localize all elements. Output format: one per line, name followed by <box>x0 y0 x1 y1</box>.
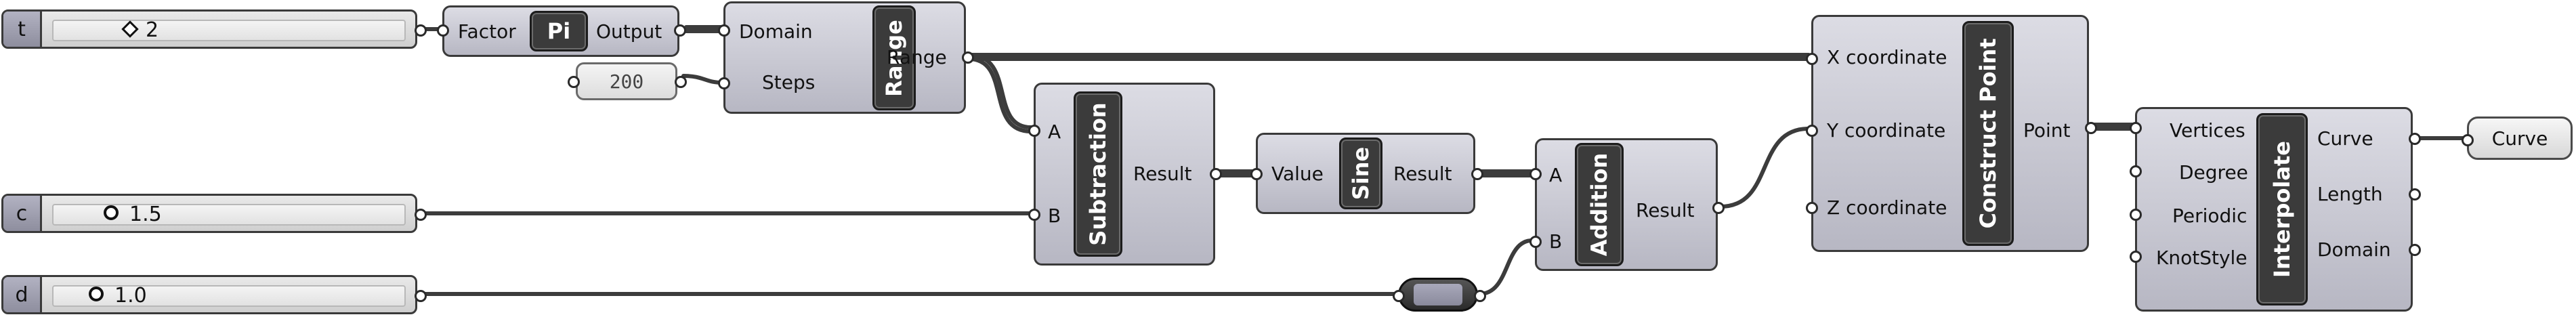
pi-input-factor: Factor <box>458 20 516 43</box>
construct-point-input-x: X coordinate <box>1827 46 1947 68</box>
interpolate-input-vertices-port[interactable] <box>2130 122 2142 134</box>
pi-output-port[interactable] <box>674 24 686 37</box>
slider-track-d[interactable] <box>52 285 406 307</box>
addition-title: Addition <box>1586 152 1612 257</box>
pi-title: Pi <box>547 18 571 44</box>
range-output-label: Range <box>887 46 947 68</box>
addition-output-label: Result <box>1636 199 1695 221</box>
relay-input-port[interactable] <box>1393 290 1405 302</box>
subtraction-output-port[interactable] <box>1210 168 1222 180</box>
sine-input-port[interactable] <box>1250 168 1263 180</box>
addition-component[interactable]: A B Addition Result <box>1535 138 1718 271</box>
interpolate-input-vertices: Vertices <box>2170 119 2245 142</box>
steps-panel[interactable]: 200 <box>576 62 677 100</box>
construct-point-title: Construct Point <box>1975 38 2001 229</box>
slider-name-t: t <box>3 12 42 47</box>
interpolate-title: Interpolate <box>2269 141 2295 278</box>
sine-output-port[interactable] <box>1471 168 1483 180</box>
range-input-steps-port[interactable] <box>718 77 730 89</box>
relay-output-port[interactable] <box>1474 290 1486 302</box>
subtraction-input-b: B <box>1048 205 1061 227</box>
construct-point-output-label: Point <box>2023 119 2071 142</box>
range-core: Range <box>872 5 916 110</box>
slider-t-output-port[interactable] <box>415 24 427 37</box>
steps-panel-left-port[interactable] <box>568 76 580 88</box>
wire-relay[interactable] <box>1398 278 1478 312</box>
construct-point-component[interactable]: X coordinate Y coordinate Z coordinate C… <box>1811 15 2089 252</box>
interpolate-output-length: Length <box>2317 183 2383 205</box>
interpolate-core: Interpolate <box>2256 113 2308 305</box>
slider-name-d: d <box>3 277 42 312</box>
number-slider-t[interactable]: t 2 <box>1 9 417 49</box>
sine-core: Sine <box>1339 138 1382 209</box>
slider-value-d: 1.0 <box>114 284 147 308</box>
interpolate-input-knotstyle: KnotStyle <box>2156 247 2247 269</box>
subtraction-title: Subtraction <box>1085 102 1111 246</box>
subtraction-core: Subtraction <box>1074 91 1122 257</box>
relay-center <box>1414 284 1462 305</box>
steps-panel-output-port[interactable] <box>675 76 687 88</box>
interpolate-input-periodic-port[interactable] <box>2130 209 2142 221</box>
slider-c-output-port[interactable] <box>415 209 427 221</box>
wire-relay-to-add-b <box>1477 238 1534 296</box>
interpolate-output-length-port[interactable] <box>2409 188 2421 200</box>
subtraction-input-a: A <box>1048 121 1061 143</box>
interpolate-input-degree: Degree <box>2179 161 2248 184</box>
range-component[interactable]: Domain Steps Range Range <box>723 1 966 114</box>
interpolate-output-curve-port[interactable] <box>2409 133 2421 145</box>
subtraction-component[interactable]: A B Subtraction Result <box>1034 83 1215 266</box>
pi-core: Pi <box>530 11 588 51</box>
sine-title: Sine <box>1348 146 1374 200</box>
interpolate-component[interactable]: Vertices Degree Periodic KnotStyle Inter… <box>2135 107 2413 312</box>
curve-parameter-label: Curve <box>2491 127 2548 150</box>
range-output-port[interactable] <box>962 51 974 64</box>
addition-output-port[interactable] <box>1712 202 1725 214</box>
subtraction-input-b-port[interactable] <box>1028 209 1040 221</box>
interpolate-output-domain-port[interactable] <box>2409 244 2421 256</box>
subtraction-input-a-port[interactable] <box>1028 125 1040 137</box>
slider-value-c: 1.5 <box>129 203 162 226</box>
sine-input-value: Value <box>1271 163 1324 185</box>
range-input-steps: Steps <box>762 71 816 93</box>
sine-output-label: Result <box>1393 163 1452 185</box>
addition-input-b-port[interactable] <box>1529 236 1542 248</box>
construct-point-core: Construct Point <box>1962 21 2014 246</box>
number-slider-d[interactable]: d 1.0 <box>1 275 417 314</box>
construct-point-input-z: Z coordinate <box>1827 196 1947 219</box>
curve-parameter[interactable]: Curve <box>2467 117 2573 160</box>
range-input-domain-port[interactable] <box>718 24 730 37</box>
addition-input-a-port[interactable] <box>1529 168 1542 180</box>
addition-input-b: B <box>1549 230 1563 253</box>
slider-grip-circle-icon[interactable] <box>89 287 104 301</box>
slider-d-output-port[interactable] <box>415 290 427 302</box>
slider-grip-circle-icon[interactable] <box>104 205 119 220</box>
construct-point-output-port[interactable] <box>2085 122 2097 134</box>
curve-parameter-input-port[interactable] <box>2462 134 2474 146</box>
interpolate-input-knotstyle-port[interactable] <box>2130 251 2142 263</box>
interpolate-output-curve: Curve <box>2317 127 2373 150</box>
interpolate-input-periodic: Periodic <box>2172 205 2247 227</box>
addition-input-a: A <box>1549 164 1563 186</box>
construct-point-input-y: Y coordinate <box>1827 119 1946 142</box>
addition-core: Addition <box>1575 143 1624 266</box>
range-input-domain: Domain <box>739 20 813 43</box>
steps-panel-value: 200 <box>609 70 644 93</box>
subtraction-output-label: Result <box>1133 163 1192 185</box>
interpolate-input-degree-port[interactable] <box>2130 165 2142 177</box>
pi-input-port[interactable] <box>437 24 449 37</box>
slider-name-c: c <box>3 196 42 231</box>
wire-add-to-y <box>1718 127 1811 209</box>
interpolate-output-domain: Domain <box>2317 238 2391 261</box>
slider-track-t[interactable] <box>52 20 406 41</box>
pi-component[interactable]: Factor Pi Output <box>442 5 679 57</box>
construct-point-input-x-port[interactable] <box>1806 53 1818 65</box>
construct-point-input-y-port[interactable] <box>1806 125 1818 137</box>
wire-range-to-sub-a <box>967 53 1033 129</box>
slider-value-t: 2 <box>146 18 159 42</box>
pi-output-label: Output <box>596 20 662 43</box>
sine-component[interactable]: Value Sine Result <box>1256 133 1475 214</box>
construct-point-input-z-port[interactable] <box>1806 202 1818 214</box>
number-slider-c[interactable]: c 1.5 <box>1 194 417 233</box>
